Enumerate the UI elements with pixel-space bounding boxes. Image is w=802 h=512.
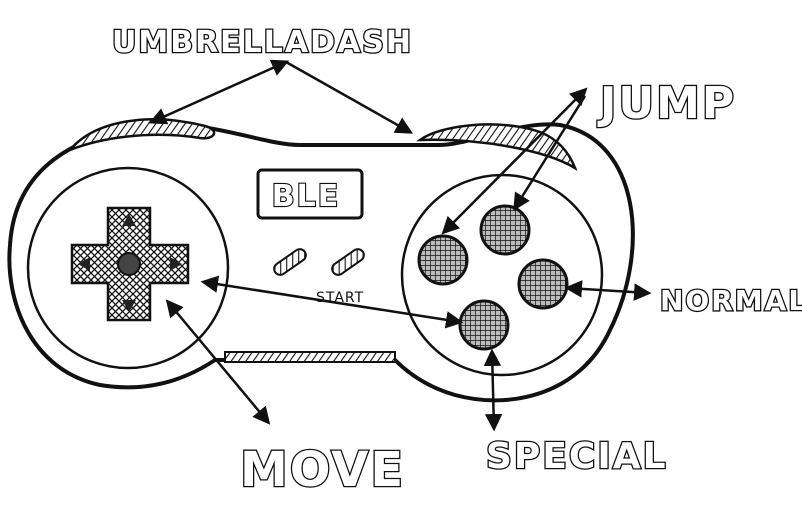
label-jump: JUMP	[597, 78, 736, 129]
ble-screen-text: BLE	[272, 179, 340, 214]
arrow-umbrella-left	[152, 62, 286, 122]
ble-screen: BLE	[258, 170, 362, 218]
arrow-umbrella-right	[286, 62, 410, 132]
dpad-center	[118, 253, 140, 275]
bottom-grip-band	[225, 352, 395, 362]
label-normal: NORMAL	[660, 284, 802, 317]
label-special: SPECIAL	[486, 436, 668, 477]
face-button-bottom[interactable]	[460, 301, 508, 349]
label-move: MOVE	[240, 442, 405, 498]
label-umbrella-dash: UMBRELLADASH	[112, 25, 413, 60]
face-button-right[interactable]	[519, 260, 567, 308]
face-button-left[interactable]	[419, 236, 467, 284]
face-button-top[interactable]	[481, 206, 529, 254]
